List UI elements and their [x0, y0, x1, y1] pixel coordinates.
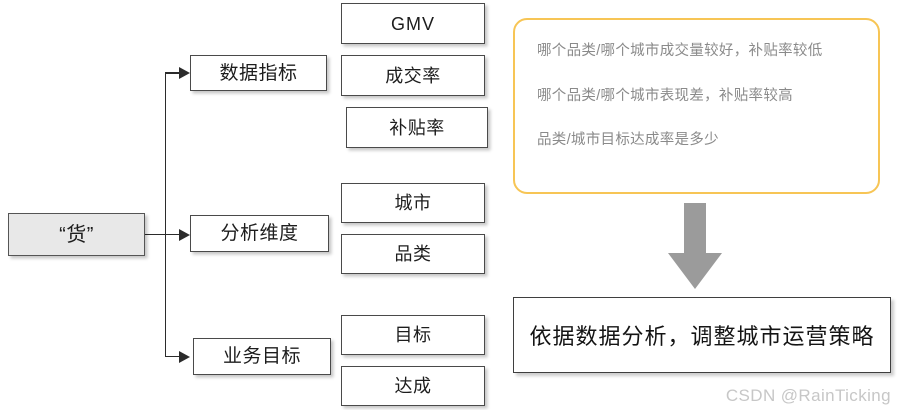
node-leaf-gmv[interactable]: GMV — [341, 3, 485, 44]
node-category-business-goal[interactable]: 业务目标 — [193, 338, 331, 375]
connector-vertical-trunk — [164, 72, 167, 357]
node-category-analysis-dimension[interactable]: 分析维度 — [190, 215, 329, 252]
connector-branch-1 — [164, 233, 183, 236]
node-leaf-achievement[interactable]: 达成 — [341, 366, 485, 406]
node-category-data-metrics[interactable]: 数据指标 — [190, 55, 327, 91]
arrow-head-icon-branch-2 — [179, 350, 190, 363]
node-leaf-target[interactable]: 目标 — [341, 315, 485, 355]
node-leaf-category[interactable]: 品类 — [341, 234, 485, 274]
connector-branch-2 — [164, 355, 183, 358]
watermark-label: CSDN @RainTicking — [725, 386, 891, 405]
arrow-head-icon-branch-0 — [179, 67, 190, 79]
arrow-head-icon-branch-1 — [179, 228, 190, 241]
conclusion-box[interactable]: 依据数据分析，调整城市运营策略 — [513, 297, 891, 373]
node-source[interactable]: “货” — [8, 213, 145, 256]
question-line-1: 哪个品类/哪个城市表现差，补贴率较高 — [537, 87, 793, 104]
arrow-down-icon — [668, 203, 722, 289]
connector-branch-0 — [164, 72, 183, 74]
connector-source-stub — [145, 233, 166, 236]
question-callout-panel: 哪个品类/哪个城市成交量较好，补贴率较低 哪个品类/哪个城市表现差，补贴率较高 … — [513, 18, 880, 194]
node-leaf-city[interactable]: 城市 — [341, 183, 485, 223]
question-line-2: 品类/城市目标达成率是多少 — [537, 132, 719, 148]
node-leaf-conversion-rate[interactable]: 成交率 — [341, 55, 485, 96]
node-leaf-subsidy-rate[interactable]: 补贴率 — [346, 107, 488, 148]
question-line-0: 哪个品类/哪个城市成交量较好，补贴率较低 — [537, 43, 823, 59]
